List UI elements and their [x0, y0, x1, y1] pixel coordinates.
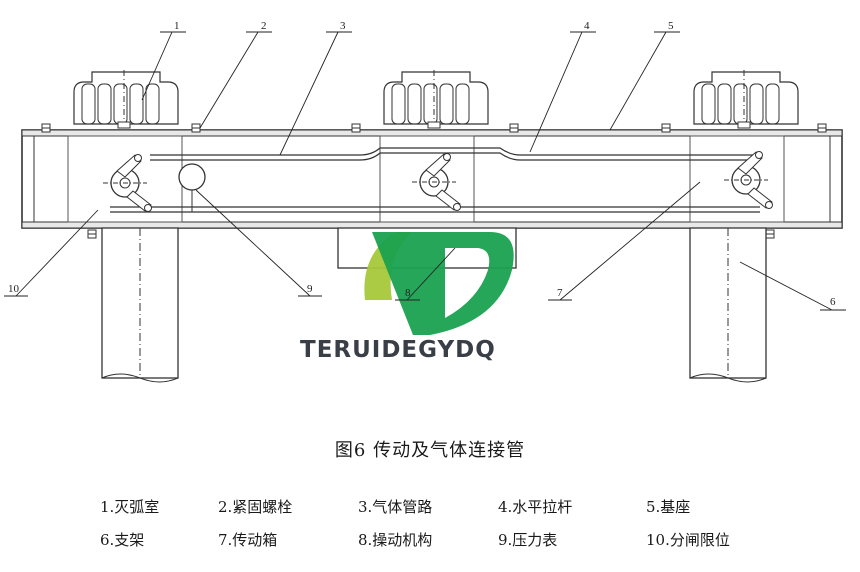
legend-row-2: 6.支架 7.传动箱 8.操动机构 9.压力表 10.分闸限位 — [0, 529, 860, 549]
legend-item-6: 6.支架 — [100, 531, 145, 549]
callout-10: 10 — [8, 283, 20, 295]
callout-5: 5 — [668, 20, 674, 32]
legend-row-1: 1.灭弧室 2.紧固螺栓 3.气体管路 4.水平拉杆 5.基座 — [0, 496, 860, 516]
figure-caption: 图6 传动及气体连接管 — [334, 440, 526, 461]
legend-item-7: 7.传动箱 — [218, 531, 278, 549]
legend-item-2: 2.紧固螺栓 — [218, 498, 293, 516]
callout-1: 1 — [174, 20, 180, 32]
legend-item-10: 10.分闸限位 — [646, 531, 730, 549]
legend-item-9: 9.压力表 — [498, 531, 558, 549]
legend-item-3: 3.气体管路 — [358, 498, 433, 516]
legend-item-8: 8.操动机构 — [358, 531, 433, 549]
callout-9: 9 — [307, 283, 313, 295]
callout-6: 6 — [830, 296, 836, 308]
watermark-logo — [364, 232, 514, 335]
callout-2: 2 — [261, 20, 267, 32]
legend-item-4: 4.水平拉杆 — [498, 498, 573, 516]
callout-7: 7 — [557, 287, 563, 299]
mechanism-diagram: 1 2 3 4 5 6 7 8 9 10 TERUIDEGYDQ — [4, 20, 846, 383]
legend-item-5: 5.基座 — [646, 498, 691, 516]
legend-item-1: 1.灭弧室 — [100, 498, 160, 516]
callout-4: 4 — [584, 20, 590, 32]
callout-3: 3 — [340, 20, 346, 32]
watermark-text: TERUIDEGYDQ — [300, 337, 496, 363]
callout-8: 8 — [405, 287, 411, 299]
